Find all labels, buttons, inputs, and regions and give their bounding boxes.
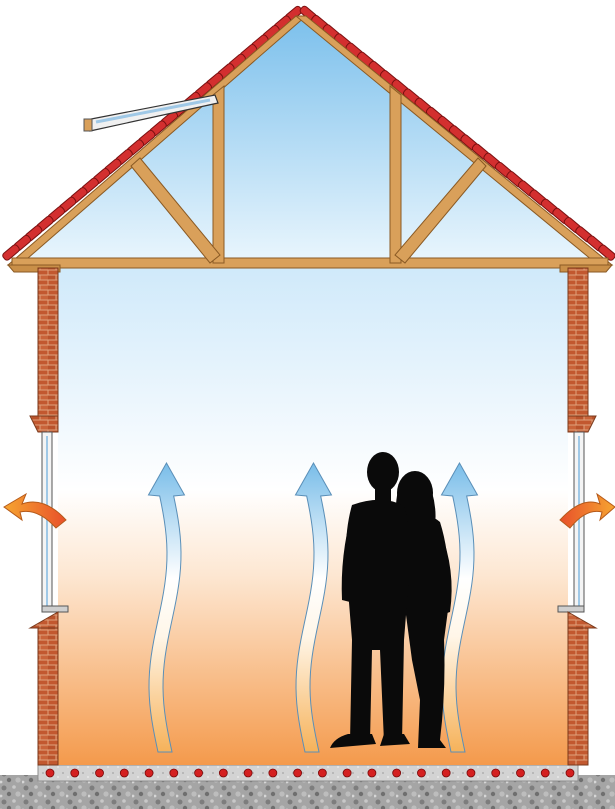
heating-pipe: [417, 768, 426, 778]
heating-pipe: [119, 768, 129, 778]
rising-warm-air-arrow-icon: [147, 461, 186, 753]
roof-tile: [2, 244, 20, 261]
heating-pipe: [441, 768, 451, 778]
left-strut-vertical: [212, 84, 225, 264]
underfloor-heating-pipes: [45, 768, 575, 778]
left-diagonal-brace: [130, 157, 221, 264]
heating-pipe: [491, 768, 501, 778]
heating-pipe: [169, 768, 179, 778]
heating-pipe: [293, 768, 303, 778]
heating-pipe: [218, 768, 228, 778]
heating-pipe: [540, 768, 550, 778]
ceiling-joist: [11, 257, 609, 269]
right-strut-vertical: [389, 84, 402, 264]
heating-pipe: [516, 768, 525, 778]
heating-pipe: [144, 768, 154, 778]
heating-pipe: [70, 768, 80, 778]
roof-truss: [6, 15, 614, 273]
heating-pipe: [392, 768, 402, 778]
heating-pipe: [194, 768, 203, 778]
heating-pipe: [45, 768, 55, 778]
right-diagonal-brace: [394, 157, 487, 264]
left-wall: [28, 267, 69, 766]
heat-loss-arrow-left: [3, 492, 67, 529]
heating-pipe: [466, 768, 476, 778]
heat-loss-arrow-right: [559, 492, 615, 529]
heating-pipe: [342, 768, 352, 778]
attic-space: [15, 18, 600, 263]
heating-pipe: [243, 768, 253, 778]
roof-tile: [598, 244, 615, 261]
heating-pipe: [317, 768, 327, 778]
heating-pipe: [95, 768, 104, 778]
heating-pipe: [268, 768, 278, 778]
rising-warm-air-arrow-icon: [294, 461, 333, 753]
heating-pipe: [367, 768, 377, 778]
right-wall: [557, 267, 598, 766]
rising-air-arrows: [147, 461, 479, 753]
couple-silhouette-icon: [330, 452, 452, 748]
heating-pipe: [565, 768, 575, 778]
roof-light-icon: [83, 94, 219, 132]
